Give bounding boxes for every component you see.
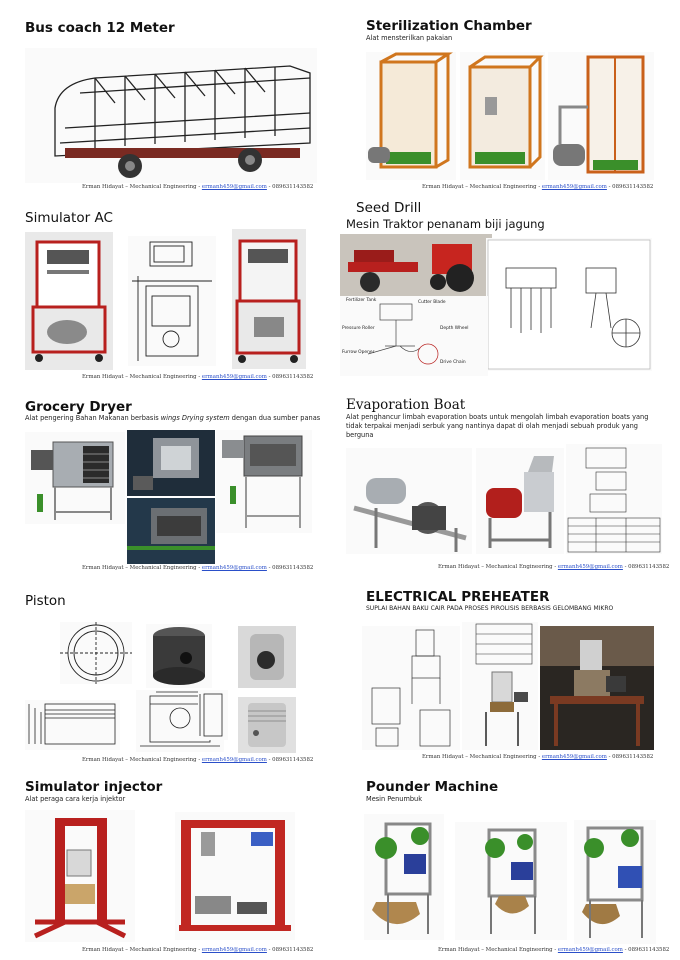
seed-drill-drawing bbox=[486, 238, 652, 371]
email-link[interactable]: ermanh459@gmail.com bbox=[557, 564, 623, 570]
sterilization-image-3 bbox=[548, 52, 654, 180]
injector-image-1 bbox=[25, 810, 135, 942]
evaporation-drawing bbox=[566, 444, 662, 554]
seed-drill-photo bbox=[340, 234, 492, 296]
footer-injector: Erman Hidayat – Mechanical Engineering -… bbox=[82, 947, 314, 953]
evaporation-subtitle: Alat penghancur limbah evaporation boats… bbox=[346, 413, 649, 439]
seed-drill-subtitle: Mesin Traktor penanam biji jagung bbox=[346, 217, 545, 231]
sterilization-subtitle: Alat mensterilkan pakaian bbox=[366, 34, 453, 42]
footer-preheater: Erman Hidayat – Mechanical Engineering -… bbox=[422, 754, 654, 760]
grocery-image-3 bbox=[127, 498, 215, 564]
piston-profile-drawing bbox=[198, 690, 228, 740]
email-link[interactable]: ermanh459@gmail.com bbox=[201, 374, 267, 380]
piston-side-drawing bbox=[25, 700, 120, 750]
footer-pounder: Erman Hidayat – Mechanical Engineering -… bbox=[438, 947, 670, 953]
seed-label-1: Cutter Blade bbox=[418, 300, 446, 305]
preheater-drawing-1 bbox=[362, 626, 460, 750]
seed-label-0: Fertilizer Tank bbox=[346, 298, 377, 303]
email-link[interactable]: ermanh459@gmail.com bbox=[201, 947, 267, 953]
simulator-ac-image-1 bbox=[25, 232, 113, 370]
simulator-ac-image-2 bbox=[232, 229, 306, 369]
footer-sterilization: Erman Hidayat – Mechanical Engineering -… bbox=[422, 184, 654, 190]
injector-subtitle: Alat peraga cara kerja injektor bbox=[25, 795, 126, 803]
grocery-image-4 bbox=[216, 430, 312, 533]
email-link[interactable]: ermanh459@gmail.com bbox=[557, 947, 623, 953]
pounder-image-1 bbox=[364, 814, 444, 940]
seed-drill-title: Seed Drill bbox=[356, 200, 422, 216]
piston-title: Piston bbox=[25, 593, 66, 609]
footer-piston: Erman Hidayat – Mechanical Engineering -… bbox=[82, 757, 314, 763]
bus-title: Bus coach 12 Meter bbox=[25, 20, 175, 36]
bus-frame-drawing bbox=[54, 65, 311, 178]
email-link[interactable]: ermanh459@gmail.com bbox=[541, 184, 607, 190]
sterilization-image-2 bbox=[460, 52, 545, 180]
injector-image-2 bbox=[175, 812, 295, 940]
grocery-image-2 bbox=[127, 430, 215, 496]
pounder-title: Pounder Machine bbox=[366, 779, 499, 795]
evaporation-image-1 bbox=[346, 448, 472, 554]
preheater-title: ELECTRICAL PREHEATER bbox=[366, 589, 550, 605]
evaporation-image-2 bbox=[476, 448, 564, 554]
piston-photo-2 bbox=[238, 697, 296, 753]
seed-label-5: Drive Chain bbox=[440, 360, 466, 365]
seed-drill-labeled-diagram: Fertilizer Tank Cutter Blade Pressure Ro… bbox=[340, 296, 488, 376]
seed-label-2: Pressure Roller bbox=[342, 326, 375, 331]
preheater-subtitle: SUPLAI BAHAN BAKU CAIR PADA PROSES PIROL… bbox=[366, 605, 614, 612]
sterilization-image-1 bbox=[366, 52, 456, 180]
grocery-title: Grocery Dryer bbox=[25, 399, 132, 415]
footer-grocery: Erman Hidayat – Mechanical Engineering -… bbox=[82, 565, 314, 571]
simulator-ac-drawing bbox=[128, 236, 216, 366]
seed-label-3: Depth Wheel bbox=[440, 326, 469, 331]
piston-top-view bbox=[60, 622, 132, 684]
pounder-image-2 bbox=[455, 822, 567, 940]
email-link[interactable]: ermanh459@gmail.com bbox=[201, 565, 267, 571]
footer-simulator-ac: Erman Hidayat – Mechanical Engineering -… bbox=[82, 374, 314, 380]
preheater-photo bbox=[540, 626, 654, 750]
piston-photo-1 bbox=[238, 626, 296, 688]
footer-evaporation: Erman Hidayat – Mechanical Engineering -… bbox=[438, 564, 670, 570]
email-link[interactable]: ermanh459@gmail.com bbox=[201, 757, 267, 763]
simulator-ac-title: Simulator AC bbox=[25, 210, 113, 226]
sterilization-title: Sterilization Chamber bbox=[366, 18, 532, 34]
seed-label-4: Furrow Opener bbox=[342, 350, 375, 355]
piston-3d-render bbox=[146, 624, 212, 688]
preheater-3d-render bbox=[462, 622, 538, 750]
pounder-image-3 bbox=[574, 820, 656, 944]
evaporation-title: Evaporation Boat bbox=[346, 397, 466, 413]
grocery-image-1 bbox=[25, 432, 125, 524]
email-link[interactable]: ermanh459@gmail.com bbox=[201, 184, 267, 190]
pounder-subtitle: Mesin Penumbuk bbox=[366, 795, 423, 803]
footer-bus: Erman Hidayat – Mechanical Engineering -… bbox=[82, 184, 314, 190]
email-link[interactable]: ermanh459@gmail.com bbox=[541, 754, 607, 760]
grocery-subtitle: Alat pengering Bahan Makanan berbasis wi… bbox=[25, 414, 321, 422]
bus-coach-image bbox=[25, 48, 317, 183]
injector-title: Simulator injector bbox=[25, 779, 163, 795]
